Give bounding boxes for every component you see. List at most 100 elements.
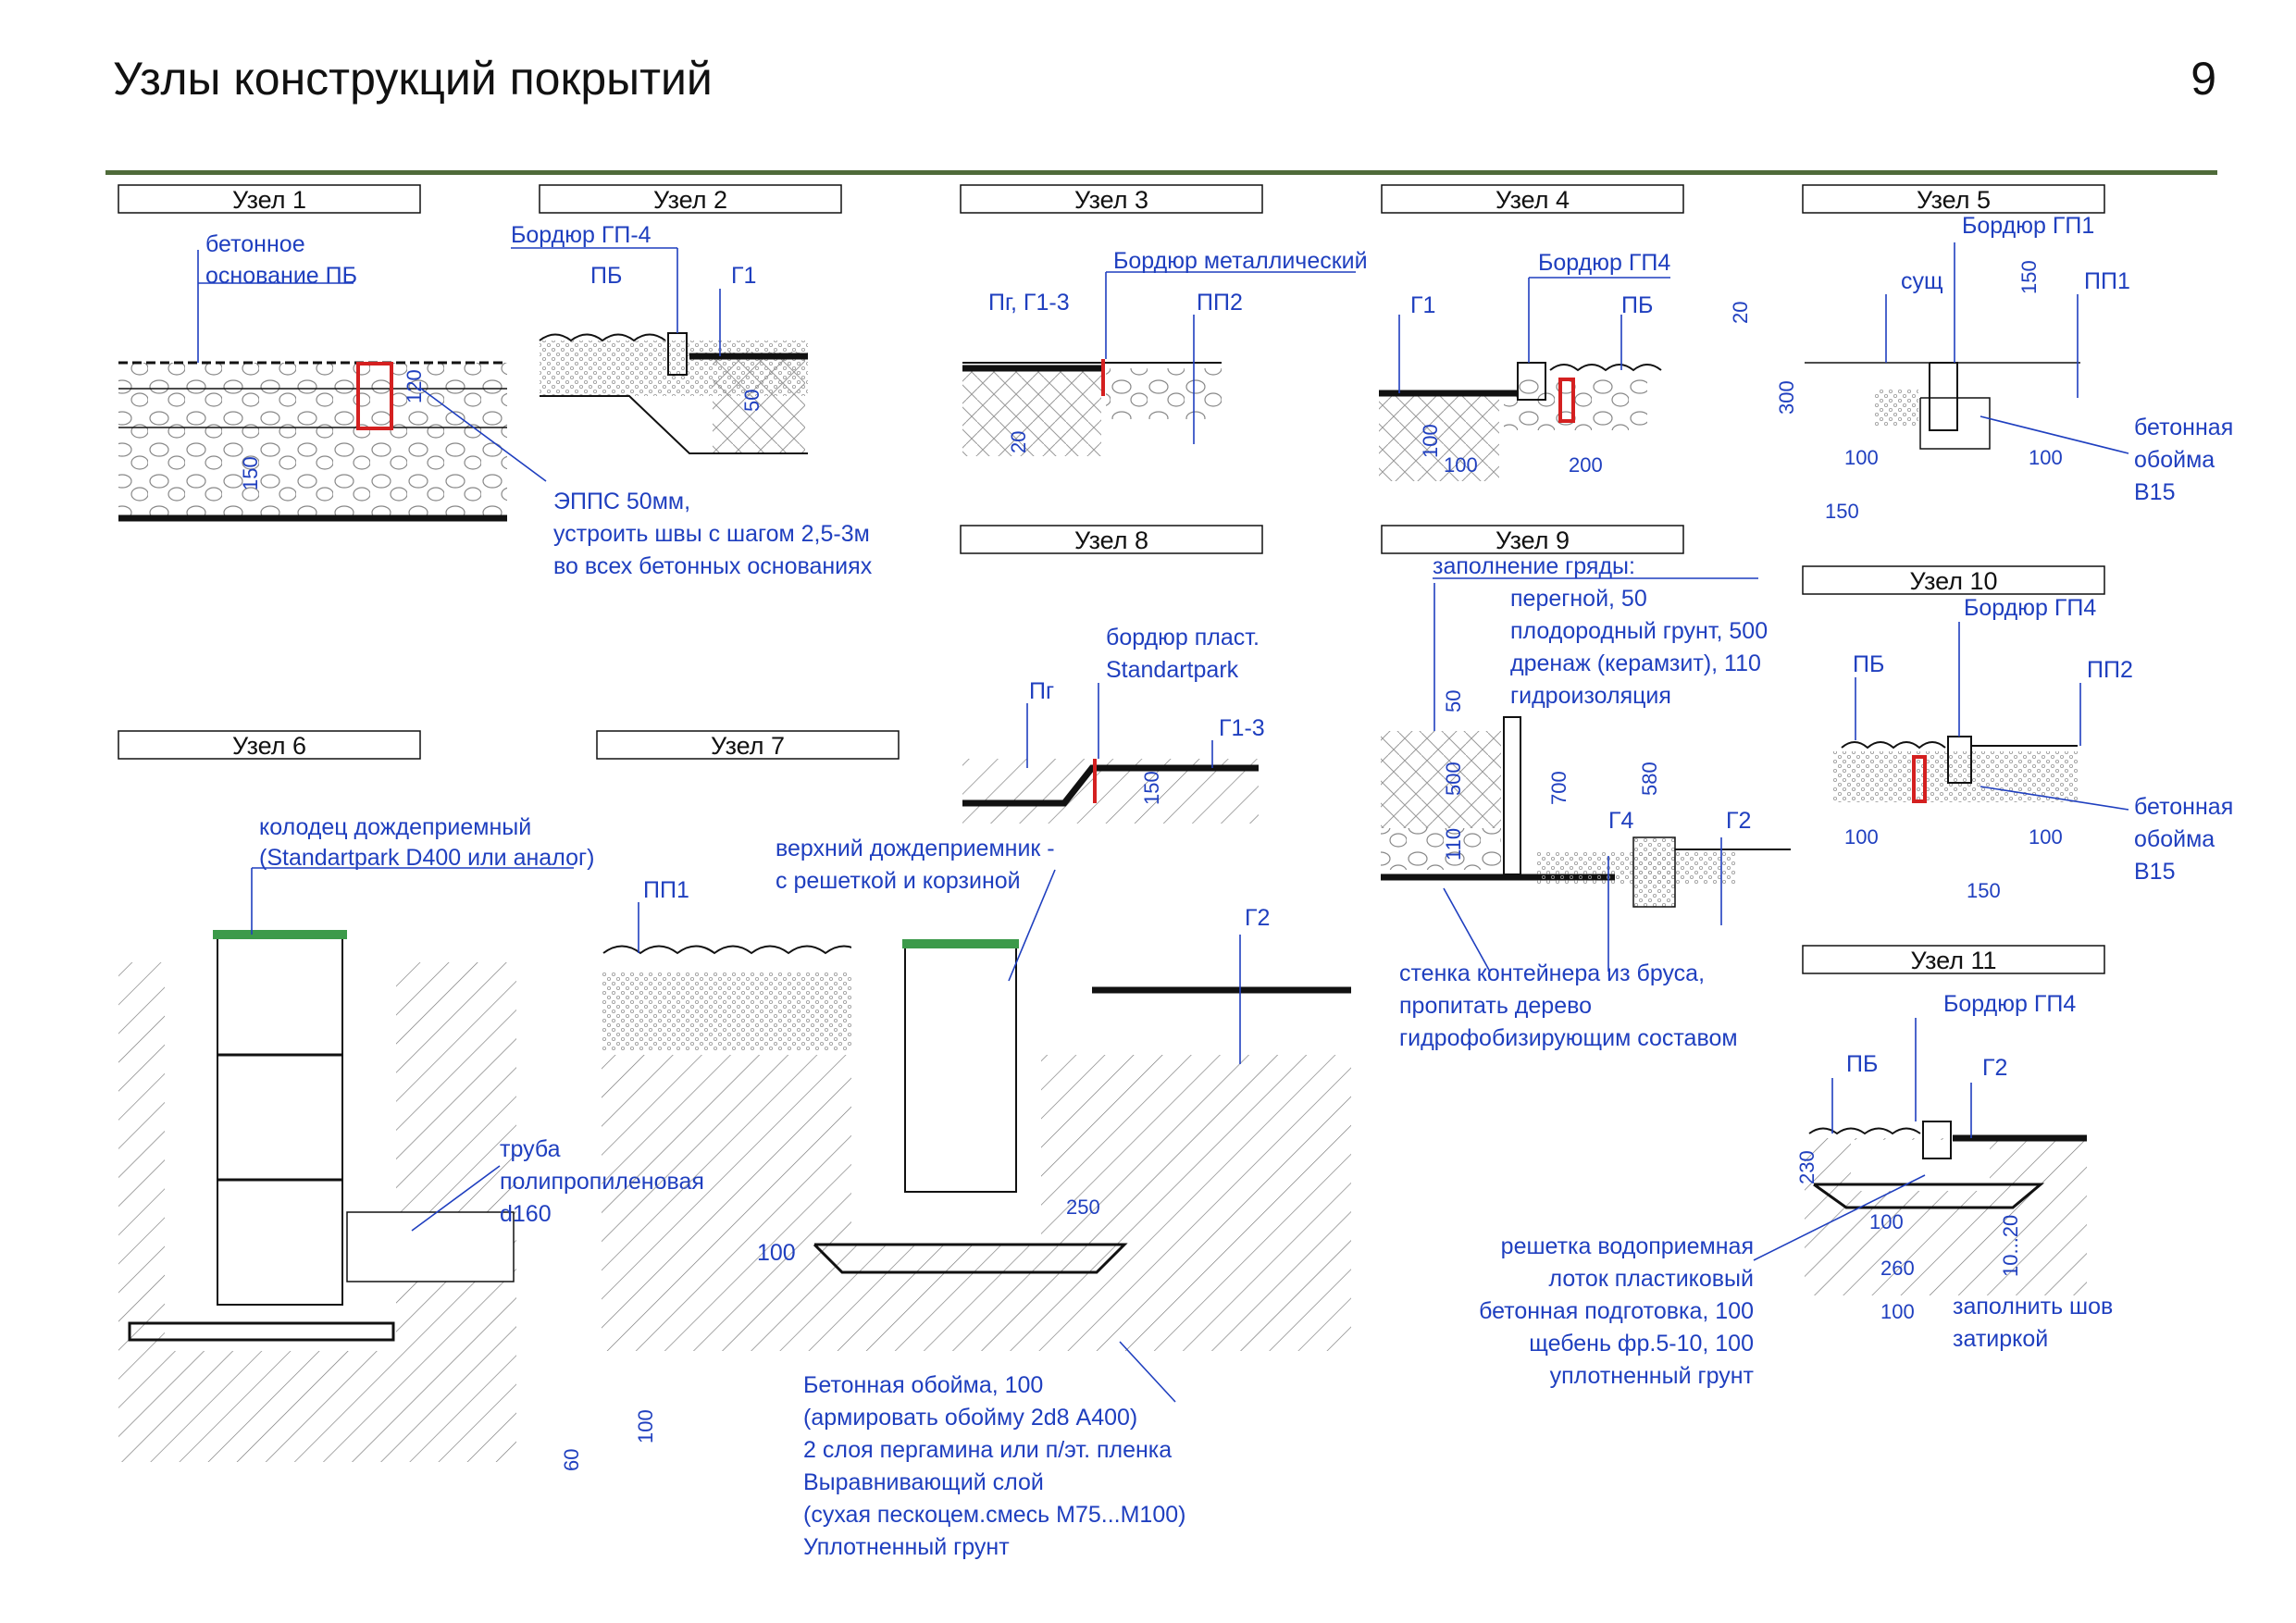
node-2: Узел 2 Бордюр ГП-4 ПБ Г1 50 (511, 184, 842, 454)
node-9-label-5: Г4 (1608, 808, 1634, 834)
node-10-dim-2: 150 (1967, 879, 2001, 902)
node-8-label-1: Standartpark (1106, 657, 1239, 683)
node-11-label-7: уплотненный грунт (1550, 1363, 1755, 1389)
node-2-title: Узел 2 (653, 186, 727, 214)
node-11-label-8: заполнить шов (1953, 1294, 2113, 1319)
node-4-label-0: Бордюр ГП4 (1538, 250, 1670, 276)
node-10-label-3: бетонная (2134, 794, 2233, 820)
node-6-label-4: d160 (500, 1201, 552, 1227)
node-11-dim-4: 100 (1880, 1300, 1915, 1323)
node-1-title-box (118, 184, 421, 214)
node-9-dim-0: 50 (1442, 690, 1465, 712)
node-5-dim-0: 20 (1729, 302, 1752, 324)
node-4-dim-0: 100 (1419, 424, 1442, 458)
node-2-label-2: Г1 (731, 263, 756, 289)
node-10-title-box (1802, 565, 2105, 595)
node-10-label-4: обойма (2134, 826, 2215, 852)
node-5-label-0: Бордюр ГП1 (1962, 213, 2094, 239)
node-9-dim-2: 110 (1442, 828, 1465, 861)
node-9-label-6: Г2 (1726, 808, 1751, 834)
node-11-label-5: бетонная подготовка, 100 (1479, 1298, 1754, 1324)
node-11-dim-0: 230 (1795, 1150, 1818, 1184)
node-9: Узел 9 заполнение гряды: перегной, 50 пл… (1381, 525, 1791, 1051)
node-11-title-box (1802, 945, 2105, 974)
node-7-label-7: Выравнивающий слой (803, 1469, 1044, 1495)
node-7-dim-0: 250 (1066, 1196, 1100, 1219)
node-10-label-5: В15 (2134, 859, 2175, 885)
node-9-title: Узел 9 (1496, 527, 1570, 554)
node-3-label-1: Пг, Г1-3 (988, 290, 1070, 316)
node-9-dim-3: 700 (1547, 771, 1570, 805)
node-5-label-1: сущ (1901, 268, 1943, 294)
page-number: 9 (2191, 53, 2216, 105)
node-1-dim-0: 120 (403, 369, 426, 403)
node-9-dim-4: 580 (1638, 762, 1661, 796)
header-divider (105, 170, 2217, 175)
node-3-title: Узел 3 (1074, 186, 1148, 214)
node-1-label-4: во всех бетонных основаниях (553, 553, 873, 579)
page-title: Узлы конструкций покрытий (113, 53, 713, 105)
node-10-dim-1: 100 (2029, 825, 2063, 849)
node-11-label-6: щебень фр.5-10, 100 (1529, 1331, 1754, 1357)
node-10-title: Узел 10 (1909, 567, 1997, 595)
node-9-label-0: заполнение гряды: (1433, 553, 1635, 579)
node-11-label-3: решетка водоприемная (1501, 1233, 1754, 1259)
node-1-label-0: бетонное (205, 231, 305, 257)
node-7-title-box (596, 730, 900, 760)
node-11-label-9: затиркой (1953, 1326, 2048, 1352)
node-7: Узел 7 ПП1 верхний дождеприемник - с реш… (596, 730, 1351, 1560)
node-8-title: Узел 8 (1074, 527, 1148, 554)
node-11-dim-1: 100 (1869, 1210, 1904, 1233)
node-6-title: Узел 6 (232, 732, 306, 760)
node-5-title-box (1802, 184, 2105, 214)
node-1-label-2: ЭППС 50мм, (553, 489, 690, 514)
node-7-label-6: 2 слоя пергамина или п/эт. пленка (803, 1437, 1172, 1463)
node-2-label-0: Бордюр ГП-4 (511, 222, 652, 248)
node-5-dim-3: 100 (1844, 446, 1879, 469)
node-1-label-1: основание ПБ (205, 263, 357, 289)
node-5-label-4: обойма (2134, 447, 2215, 473)
node-4: Узел 4 Бордюр ГП4 Г1 ПБ 100 100 200 (1379, 184, 1684, 481)
node-4-label-1: Г1 (1410, 292, 1435, 318)
node-6-label-1: (Standartpark D400 или аналог) (259, 845, 594, 871)
node-7-label-2: с решеткой и корзиной (776, 868, 1021, 894)
node-4-dim-2: 200 (1569, 453, 1603, 477)
node-5: Узел 5 Бордюр ГП1 сущ ПП1 бетонная обойм… (1729, 184, 2233, 523)
node-8-dim-0: 150 (1140, 771, 1163, 805)
node-5-label-5: В15 (2134, 479, 2175, 505)
node-6-title-box (118, 730, 421, 760)
node-11-title: Узел 11 (1910, 947, 1996, 974)
node-4-dim-1: 100 (1444, 453, 1478, 477)
node-9-label-8: пропитать дерево (1399, 993, 1592, 1019)
node-4-title: Узел 4 (1496, 186, 1570, 214)
node-4-label-2: ПБ (1621, 292, 1653, 318)
node-7-label-3: Г2 (1245, 905, 1270, 931)
node-9-label-9: гидрофобизирующим составом (1399, 1025, 1738, 1051)
node-11-label-0: Бордюр ГП4 (1943, 991, 2076, 1017)
node-10-dim-0: 100 (1844, 825, 1879, 849)
node-11: Узел 11 Бордюр ГП4 ПБ Г2 решетка водопри… (1479, 945, 2113, 1389)
node-3-label-0: Бордюр металлический (1113, 248, 1368, 274)
node-9-label-7: стенка контейнера из бруса, (1399, 960, 1705, 986)
node-6-dim-1: 100 (634, 1409, 657, 1443)
node-10-label-0: Бордюр ГП4 (1964, 595, 2096, 621)
node-8: Узел 8 бордюр пласт. Standartpark Пг Г1-… (960, 525, 1265, 824)
node-11-label-1: ПБ (1846, 1051, 1878, 1077)
node-5-label-3: бетонная (2134, 415, 2233, 440)
node-5-dim-5: 150 (1825, 500, 1859, 523)
node-7-label-1: верхний дождеприемник - (776, 836, 1055, 861)
node-9-label-2: плодородный грунт, 500 (1510, 618, 1768, 644)
node-6-label-2: труба (500, 1136, 561, 1162)
node-5-dim-1: 150 (2017, 260, 2041, 294)
node-8-label-3: Г1-3 (1219, 715, 1265, 741)
node-2-title-box (539, 184, 842, 214)
node-6-label-0: колодец дождеприемный (259, 814, 531, 840)
node-9-label-1: перегной, 50 (1510, 586, 1647, 612)
node-5-label-2: ПП1 (2084, 268, 2130, 294)
node-2-label-1: ПБ (590, 263, 622, 289)
node-5-title: Узел 5 (1917, 186, 1991, 214)
node-7-label-5: (армировать обойму 2d8 А400) (803, 1405, 1137, 1431)
node-9-dim-1: 500 (1442, 762, 1465, 796)
node-1-label-3: устроить швы с шагом 2,5-3м (553, 521, 870, 547)
node-7-label-0: ПП1 (643, 877, 689, 903)
